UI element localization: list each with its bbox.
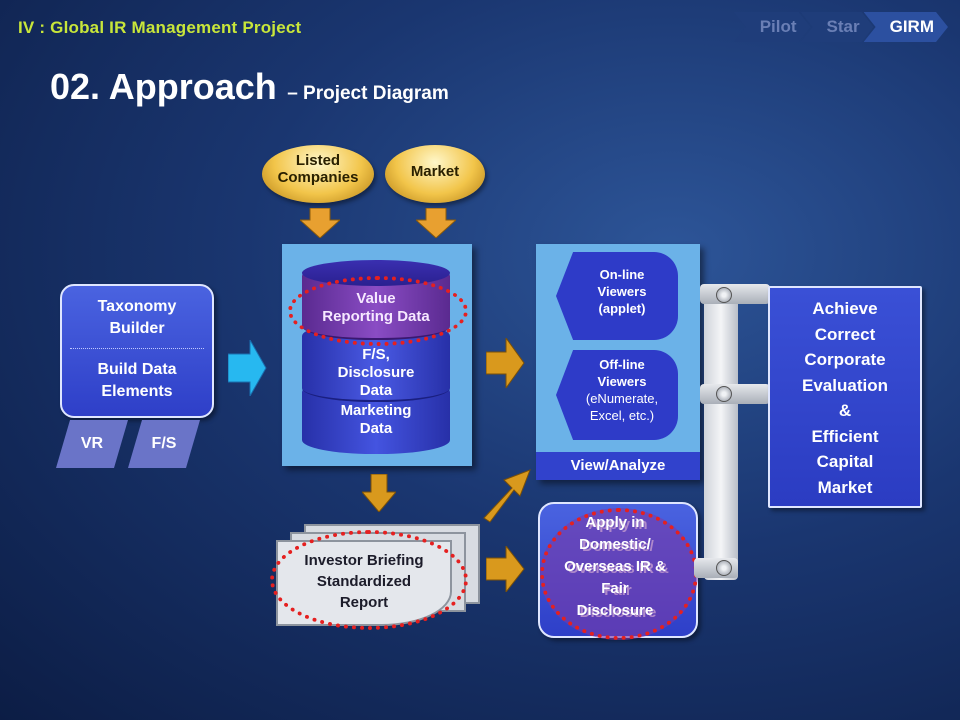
section-header: IV : Global IR Management Project	[18, 18, 302, 37]
achieve-box: Achieve Correct Corporate Evaluation & E…	[768, 286, 922, 508]
page-title-sub: – Project Diagram	[287, 83, 449, 104]
market-pill: Market	[385, 145, 485, 203]
connector-bar-vertical	[704, 286, 738, 580]
tag-vr: VR	[56, 420, 128, 468]
highlight-report	[270, 530, 468, 630]
arrow-diagonal-gold	[483, 469, 531, 523]
market-label: Market	[410, 163, 460, 180]
view-analyze-label: View/Analyze	[536, 452, 700, 480]
achieve-label: Achieve Correct Corporate Evaluation & E…	[802, 299, 888, 497]
breadcrumb-star[interactable]: Star	[801, 12, 874, 42]
highlight-apply	[540, 508, 698, 640]
breadcrumb: Pilot Star GIRM	[744, 12, 948, 42]
connector-bar-middle	[700, 384, 770, 404]
bolt-icon	[716, 386, 732, 402]
build-data-elements-label: Build Data Elements	[97, 361, 177, 400]
taxonomy-builder-label: Taxonomy Builder	[97, 298, 177, 337]
arrow-right-gold-1	[486, 338, 525, 388]
arrow-right-gold-2	[486, 546, 525, 592]
breadcrumb-pilot[interactable]: Pilot	[734, 12, 811, 42]
online-viewers-label: On-line Viewers (applet)	[597, 267, 647, 316]
taxonomy-builder-box: Taxonomy Builder Build Data Elements	[60, 284, 214, 418]
tag-fs: F/S	[128, 420, 200, 468]
apply-label-overlay: Apply in Domestic/ Overseas IR & Fair Di…	[564, 514, 666, 619]
bolt-icon	[716, 287, 732, 303]
online-viewers: On-line Viewers (applet)	[556, 252, 678, 340]
listed-companies-label: Listed Companies	[277, 152, 359, 186]
arrow-down-gold-3	[362, 474, 396, 512]
fs-disclosure-label: F/S, Disclosure Data	[337, 346, 415, 399]
connector-bar-top	[700, 284, 770, 304]
marketing-data-label: Marketing Data	[340, 402, 412, 437]
arrow-down-gold-2	[416, 208, 456, 238]
listed-companies-pill: Listed Companies	[262, 145, 374, 203]
highlight-value-reporting	[288, 276, 468, 346]
page-title: 02. Approach – Project Diagram	[50, 66, 449, 108]
taxonomy-divider	[70, 348, 204, 349]
breadcrumb-girm[interactable]: GIRM	[864, 12, 948, 42]
offline-viewers-label: Off-line Viewers	[597, 357, 647, 389]
arrow-down-gold-1	[300, 208, 340, 238]
bolt-icon	[716, 560, 732, 576]
arrow-right-cyan	[228, 340, 267, 396]
page-title-main: 02. Approach	[50, 66, 277, 107]
offline-viewers-detail: (eNumerate, Excel, etc.)	[585, 391, 659, 423]
offline-viewers: Off-line Viewers (eNumerate, Excel, etc.…	[556, 350, 678, 440]
